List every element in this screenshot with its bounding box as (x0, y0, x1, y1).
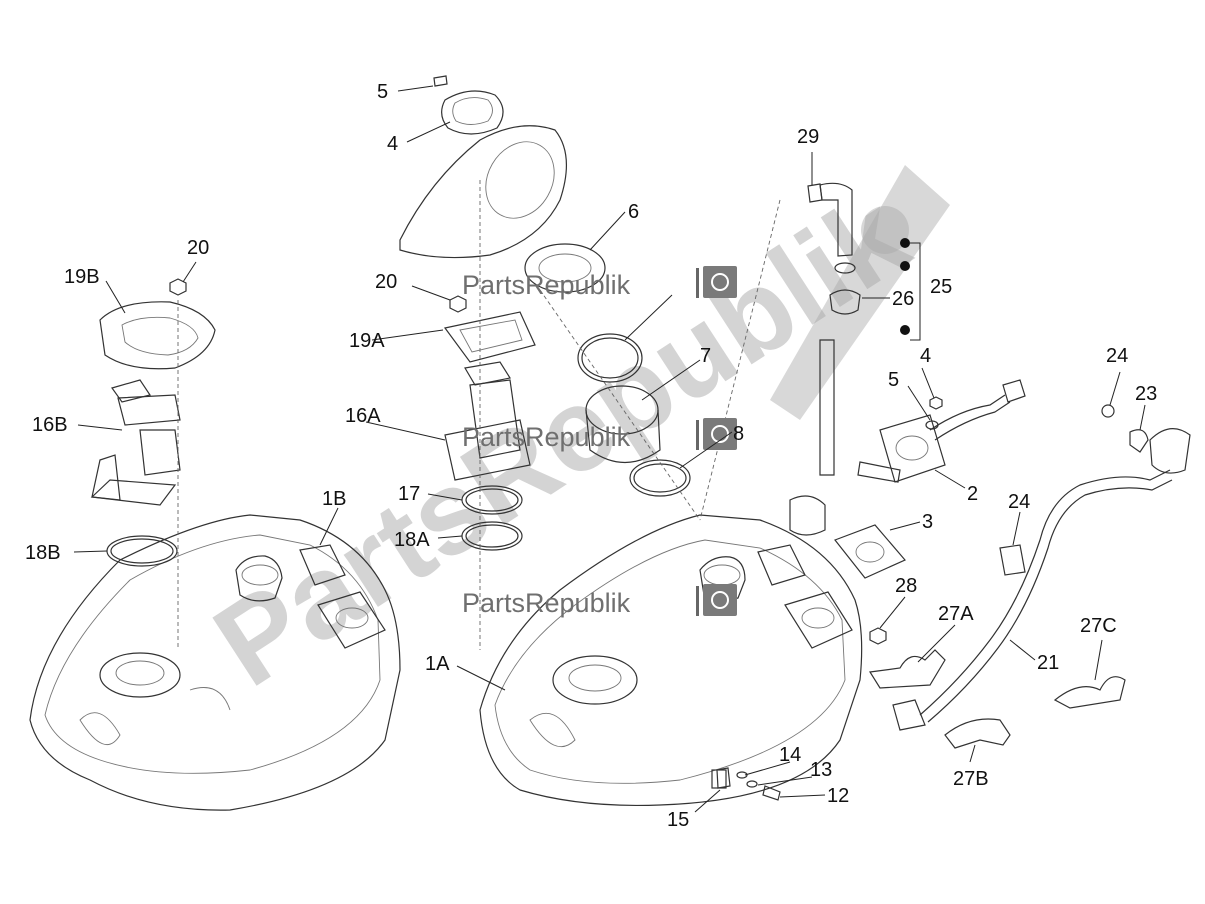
callout-29: 29 (797, 126, 819, 148)
callout-18b: 18B (25, 542, 61, 564)
callout-25: 25 (930, 276, 952, 298)
callout-20-left: 20 (187, 237, 209, 259)
callout-13: 13 (810, 759, 832, 781)
callout-3: 3 (922, 511, 933, 533)
callout-7: 5 (377, 81, 388, 103)
gear-icon (703, 584, 737, 616)
callout-1b: 1B (322, 488, 346, 510)
callout-27c: 27C (1080, 615, 1117, 637)
callout-26: 26 (892, 288, 914, 310)
watermark-brand-1: PartsRepublik (462, 266, 737, 300)
callout-6: 4 (387, 133, 398, 155)
watermark-tool-shape (770, 165, 950, 420)
fuel-tank-center (479, 514, 863, 807)
parts-right-cluster (699, 182, 1026, 579)
callout-14: 14 (779, 744, 801, 766)
callout-labels: 5 4 6 20 19B 20 19A 16B 16A 17 18A 18B 1… (25, 81, 1157, 831)
watermark-brand-text: PartsRepublik (462, 422, 631, 452)
watermark-brand-3: PartsRepublik (462, 584, 737, 618)
callout-15: 15 (667, 809, 689, 831)
parts-center-cluster (399, 75, 701, 650)
callout-9: 7 (700, 345, 711, 367)
watermark-brand-text: PartsRepublik (462, 588, 631, 618)
bullet-dot-icon (900, 238, 910, 248)
callout-16a: 16A (345, 405, 381, 427)
callout-27a: 27A (938, 603, 974, 625)
gear-icon (703, 266, 737, 298)
callout-16b: 16B (32, 414, 68, 436)
callout-19b: 19B (64, 266, 100, 288)
callout-2: 2 (967, 483, 978, 505)
leader-lines (73, 85, 1146, 813)
callout-24: 24 (1008, 491, 1030, 513)
callout-17: 17 (398, 483, 420, 505)
gear-icon (703, 418, 737, 450)
callout-22: 23 (1135, 383, 1157, 405)
callout-1a: 1A (425, 653, 450, 675)
callout-19a: 19A (349, 330, 385, 352)
callout-4: 4 (920, 345, 931, 367)
callout-8: 6 (628, 201, 639, 223)
callout-12: 12 (827, 785, 849, 807)
callout-11: 8 (733, 423, 744, 445)
callout-23: 24 (1106, 345, 1128, 367)
parts-left-cluster (90, 278, 216, 650)
bullet-dot-icon (900, 325, 910, 335)
parts-hose-cluster (716, 404, 1191, 801)
callout-5: 5 (888, 369, 899, 391)
watermark-brand-2: PartsRepublik (462, 418, 737, 452)
callout-27b: 27B (953, 768, 989, 790)
callout-20-center: 20 (375, 271, 397, 293)
callout-28: 28 (895, 575, 917, 597)
watermark-brand-text: PartsRepublik (462, 270, 631, 300)
callout-21: 21 (1037, 652, 1059, 674)
callout-18a: 18A (394, 529, 430, 551)
bullet-dot-icon (900, 261, 910, 271)
